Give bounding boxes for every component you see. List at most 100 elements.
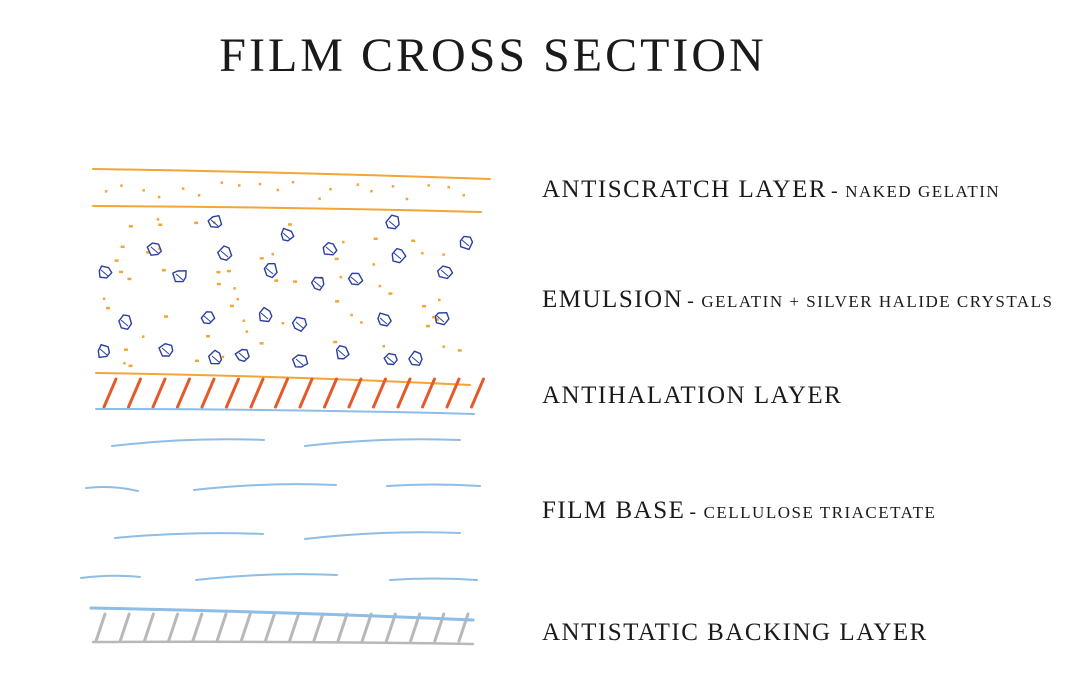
silver-halide-crystal — [216, 245, 233, 261]
gelatin-speck — [206, 335, 211, 338]
film-base-stroke — [85, 486, 139, 492]
gelatin-speck — [142, 189, 145, 192]
gelatin-speck — [194, 221, 199, 225]
gelatin-speck — [236, 297, 239, 301]
silver-halide-crystal — [280, 227, 295, 242]
crystal-facet — [211, 355, 220, 363]
gelatin-speck — [356, 183, 360, 186]
diagram-title: FILM CROSS SECTION — [219, 29, 767, 82]
gelatin-speck — [216, 282, 221, 286]
layer-name: EMULSION — [542, 286, 684, 313]
layer-name: ANTIHALATION LAYER — [542, 382, 843, 409]
backing-hatch — [167, 612, 180, 643]
gelatin-speck — [391, 185, 395, 188]
gelatin-speck — [372, 263, 375, 266]
gelatin-speck — [334, 257, 339, 261]
gelatin-speck — [216, 270, 221, 274]
gelatin-speck — [378, 284, 382, 288]
gelatin-speck — [373, 237, 378, 241]
gelatin-speck — [335, 300, 340, 303]
backing-hatch — [142, 612, 155, 643]
gelatin-speck — [438, 298, 441, 302]
gelatin-speck — [442, 345, 446, 348]
crystal-facet — [210, 219, 219, 227]
crystal-facet — [100, 269, 109, 277]
backing-bottom-line — [91, 640, 475, 646]
gelatin-speck — [382, 345, 385, 348]
film-base-stroke — [80, 574, 141, 579]
silver-halide-crystal — [291, 354, 309, 368]
silver-halide-crystal — [97, 344, 111, 359]
crystal-facet — [393, 252, 402, 260]
film-base-drawing — [80, 438, 481, 581]
antiscratch-top-line — [92, 168, 491, 180]
label-separator: - — [831, 180, 840, 202]
silver-halide-crystal — [322, 241, 338, 256]
gelatin-speck — [195, 359, 200, 363]
silver-halide-crystal — [234, 348, 250, 362]
label-emulsion: EMULSION-gelatin + silver halide crystal… — [542, 286, 1054, 314]
gelatin-speck — [146, 251, 151, 254]
layer-description: gelatin + silver halide crystals — [701, 292, 1054, 311]
gelatin-speck — [258, 182, 262, 186]
gelatin-speck — [128, 364, 133, 368]
silver-halide-crystal — [98, 265, 113, 279]
gelatin-speck — [350, 313, 353, 317]
gelatin-speck — [432, 315, 437, 319]
gelatin-speck — [276, 188, 280, 192]
silver-halide-crystal — [408, 350, 423, 366]
gelatin-speck — [447, 185, 450, 189]
silver-halide-crystal — [459, 235, 474, 251]
gelatin-speck — [271, 252, 275, 256]
layer-name: FILM BASE — [542, 497, 686, 524]
gelatin-speck — [106, 306, 111, 310]
backing-hatch — [191, 612, 204, 643]
silver-halide-crystal — [291, 316, 308, 332]
crystal-facet — [220, 250, 229, 258]
gelatin-speck — [259, 342, 264, 345]
crystal-facet — [325, 246, 334, 254]
silver-halide-crystal — [146, 242, 163, 256]
silver-halide-crystal — [118, 314, 133, 330]
film-base-stroke — [304, 438, 461, 447]
gelatin-speck — [181, 187, 185, 190]
gelatin-speck — [388, 292, 393, 295]
backing-top-line — [89, 606, 475, 622]
silver-halide-crystal — [207, 349, 223, 365]
antihalation-hatch — [151, 377, 167, 409]
crystal-facet — [203, 315, 212, 323]
gelatin-speck — [123, 361, 126, 365]
antiscratch-bottom-line — [92, 205, 482, 213]
film-base-stroke — [111, 438, 265, 447]
crystal-facet — [440, 269, 449, 277]
crystal-facet — [99, 348, 108, 356]
backing-hatch — [239, 612, 252, 643]
gelatin-speck — [158, 247, 161, 251]
gelatin-speck — [119, 270, 124, 274]
film-base-stroke — [389, 577, 478, 581]
antihalation-hatch — [372, 377, 387, 409]
antihalation-hatch — [127, 377, 142, 409]
backing-hatch — [384, 612, 397, 643]
gelatin-speck — [233, 287, 236, 290]
crystal-facet — [150, 246, 159, 254]
crystal-facet — [295, 358, 304, 366]
gelatin-speck — [442, 253, 445, 256]
film-base-stroke — [195, 573, 338, 581]
gelatin-speck — [104, 190, 108, 193]
gelatin-speck — [237, 184, 241, 187]
crystal-facet — [386, 356, 395, 364]
crystal-facet — [313, 280, 322, 288]
gelatin-speck — [229, 304, 234, 308]
gelatin-speck — [161, 268, 166, 272]
gelatin-speck — [163, 315, 168, 318]
gelatin-speck — [411, 239, 416, 243]
gelatin-speck — [123, 348, 128, 351]
gelatin-speck — [245, 330, 249, 333]
silver-halide-crystal — [434, 312, 450, 326]
gelatin-speck — [220, 181, 224, 184]
antihalation-bottom-line — [95, 408, 475, 415]
gelatin-speck — [102, 297, 106, 300]
antihalation-layer-drawing — [95, 372, 485, 415]
antihalation-hatch — [421, 377, 436, 409]
